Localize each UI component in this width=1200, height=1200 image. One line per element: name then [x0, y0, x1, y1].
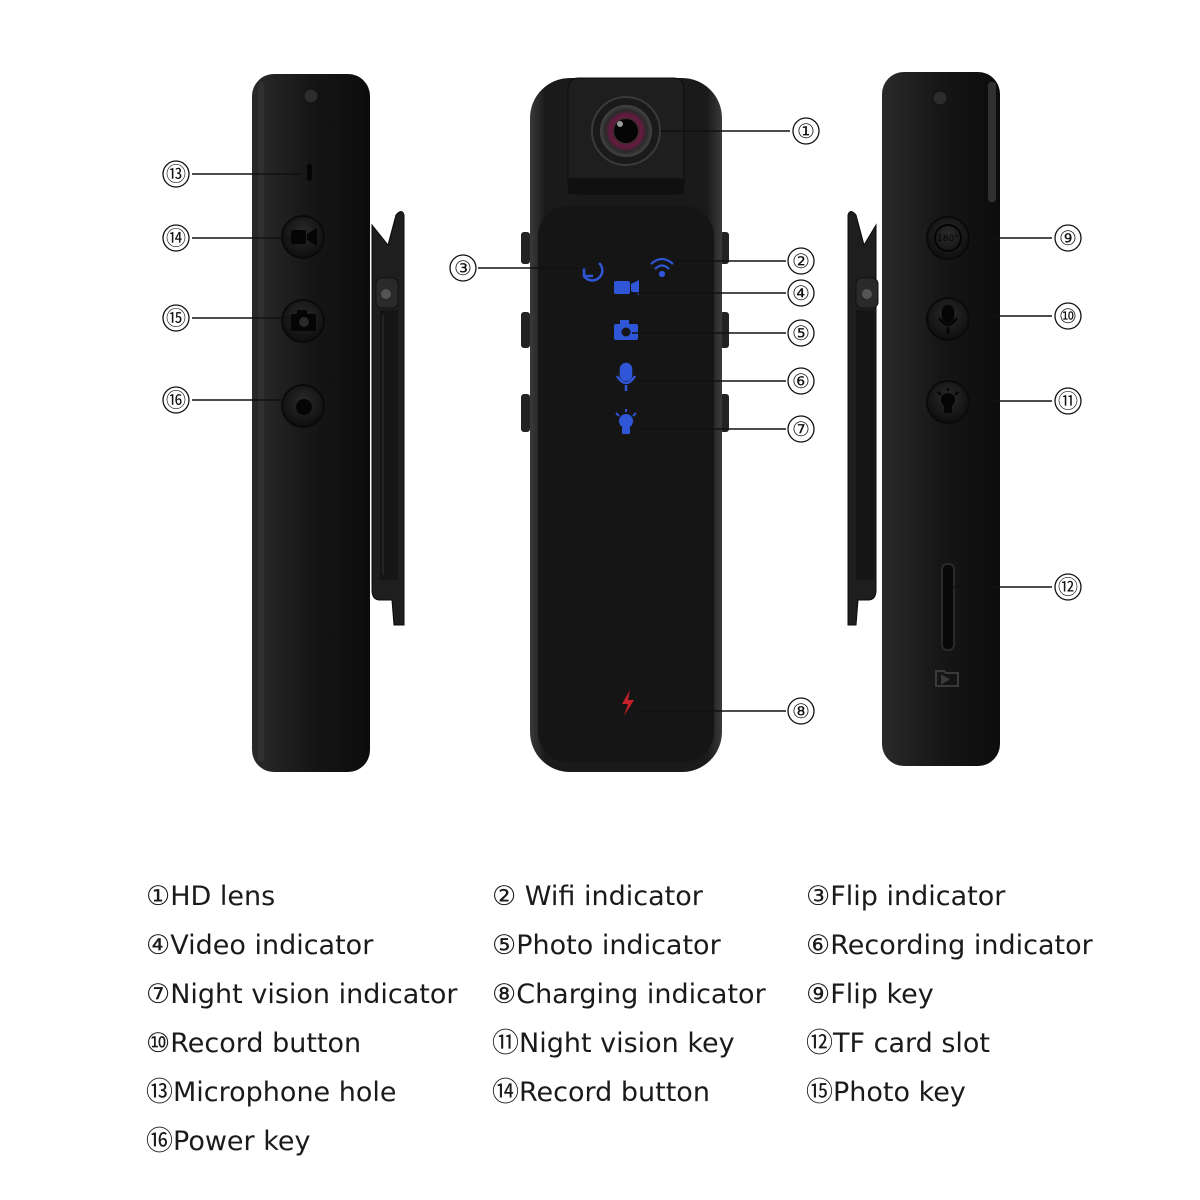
legend-item-14: ⑭Record button: [492, 1077, 710, 1108]
legend-item-12: ⑫TF card slot: [806, 1028, 991, 1059]
parts-legend: ①HD lens ② Wifi indicator ③Flip indicato…: [0, 872, 1200, 1172]
power-key-left[interactable]: [281, 384, 325, 428]
legend-item-5: ⑤Photo indicator: [492, 930, 721, 961]
microphone-icon: [615, 362, 637, 391]
hd-lens: [591, 96, 661, 166]
callout-number-8: ⑧: [792, 699, 810, 723]
callout-number-11: ⑪: [1058, 389, 1078, 413]
power-icon: [296, 399, 312, 415]
wifi-icon: [650, 257, 674, 278]
front-view: [521, 77, 729, 772]
legend-item-3: ③Flip indicator: [806, 881, 1006, 912]
photo-key-left[interactable]: [281, 299, 325, 343]
legend-item-8: ⑧Charging indicator: [492, 979, 766, 1010]
legend-item-2: ② Wifi indicator: [492, 881, 703, 912]
legend-item-6: ⑥Recording indicator: [806, 930, 1093, 961]
camera-icon: [614, 320, 638, 340]
legend-item-4: ④Video indicator: [146, 930, 374, 961]
legend-item-15: ⑮Photo key: [806, 1077, 966, 1108]
camera-diagram: 180°: [162, 72, 1082, 772]
lightning-icon: [622, 690, 634, 716]
flip-key-label: 180°: [937, 234, 959, 244]
record-button-right[interactable]: [926, 297, 970, 341]
tf-card-slot[interactable]: [941, 563, 955, 651]
video-camera-icon: [614, 280, 639, 295]
right-side-view: 180°: [847, 72, 1000, 766]
callout-number-1: ①: [797, 119, 815, 143]
legend-item-1: ①HD lens: [146, 881, 276, 912]
callout-numbers: ① ② ③ ④ ⑤ ⑥ ⑦ ⑧ ⑨ ⑩ ⑪ ⑫ ⑬ ⑭ ⑮ ⑯: [162, 117, 1082, 725]
microphone-icon: [937, 304, 959, 334]
record-button-left[interactable]: [281, 215, 325, 259]
flip-key[interactable]: 180°: [926, 216, 970, 260]
callout-number-3: ③: [454, 256, 472, 280]
callout-number-4: ④: [792, 281, 810, 305]
legend-item-10: ⑩Record button: [146, 1028, 362, 1059]
callout-number-15: ⑮: [166, 306, 186, 330]
legend-item-7: ⑦Night vision indicator: [146, 979, 458, 1010]
camera-icon: [291, 310, 316, 331]
lightbulb-icon: [937, 388, 959, 413]
legend-item-13: ⑬Microphone hole: [146, 1077, 397, 1108]
callout-number-13: ⑬: [166, 162, 186, 186]
night-vision-key[interactable]: [926, 380, 970, 424]
legend-item-11: ⑪Night vision key: [492, 1028, 735, 1059]
screw-icon-left: [303, 88, 319, 104]
video-camera-icon: [291, 228, 317, 246]
callout-number-5: ⑤: [792, 321, 810, 345]
callout-number-9: ⑨: [1059, 226, 1077, 250]
flip-indicator-icon: [582, 262, 604, 282]
legend-item-16: ⑯Power key: [146, 1126, 311, 1157]
callout-number-14: ⑭: [166, 226, 186, 250]
lightbulb-icon: [615, 409, 637, 434]
callout-number-7: ⑦: [792, 417, 810, 441]
callout-lines: [192, 130, 1052, 712]
callout-number-16: ⑯: [166, 388, 186, 412]
screw-icon-right: [932, 90, 948, 106]
microphone-hole: [307, 164, 312, 181]
callout-number-12: ⑫: [1058, 575, 1078, 599]
callout-number-10: ⑩: [1059, 304, 1077, 328]
sd-card-icon: [935, 670, 959, 687]
left-side-view: [252, 74, 405, 772]
callout-number-6: ⑥: [792, 369, 810, 393]
flip-icon: [934, 224, 962, 252]
callout-number-2: ②: [792, 249, 810, 273]
legend-item-9: ⑨Flip key: [806, 979, 934, 1010]
